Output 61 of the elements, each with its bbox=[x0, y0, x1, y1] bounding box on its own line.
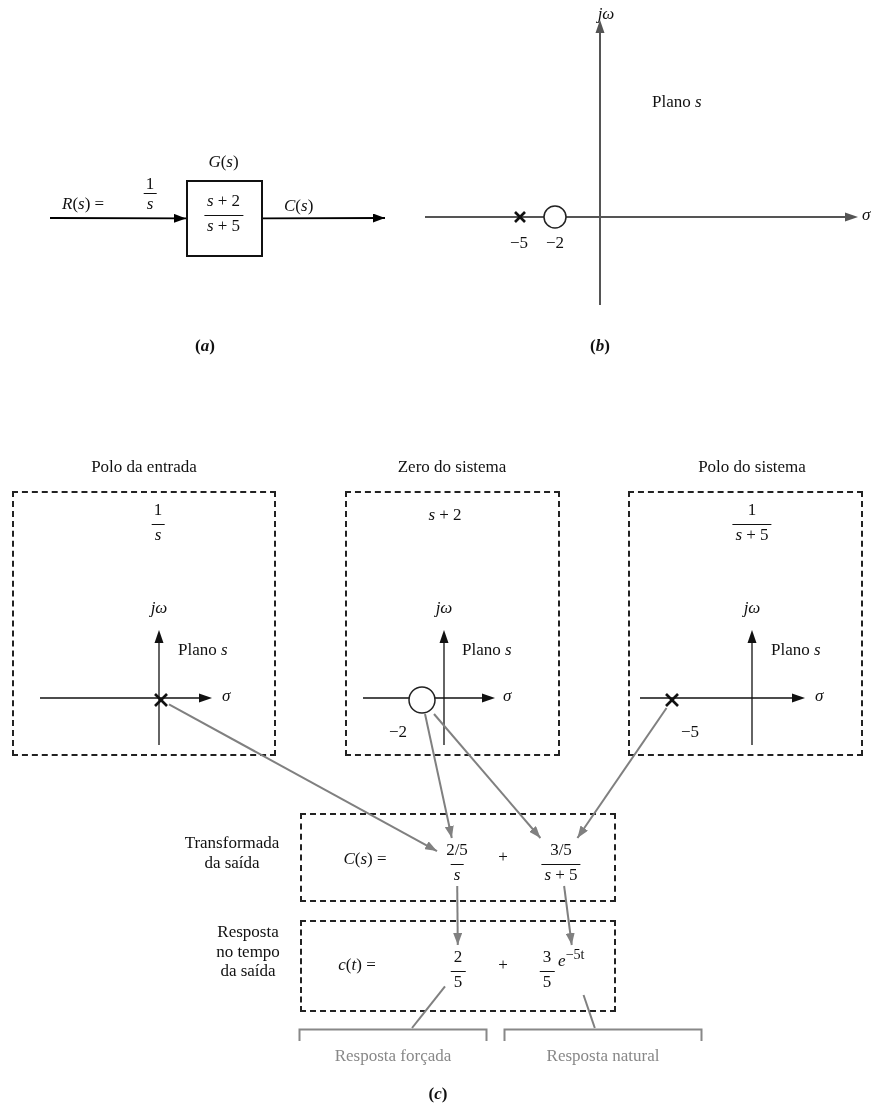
axis-label: jω bbox=[743, 598, 761, 618]
edge-label: C(s) bbox=[284, 196, 314, 216]
axis-label: σ bbox=[862, 205, 871, 225]
panel-label: (b) bbox=[590, 336, 610, 356]
fraction-numerator: 1 bbox=[747, 500, 757, 520]
arrow bbox=[262, 213, 386, 223]
arrow bbox=[576, 707, 668, 839]
equation-label: c(t) = bbox=[338, 955, 376, 975]
fraction-numerator: s + 2 bbox=[206, 190, 241, 211]
axis-label: jω bbox=[597, 4, 615, 24]
box-heading: Polo da entrada bbox=[91, 457, 197, 477]
leader-line bbox=[411, 985, 446, 1029]
row-heading: Transformada da saída bbox=[183, 833, 281, 873]
equation-label: + bbox=[498, 955, 508, 975]
arrow bbox=[453, 885, 463, 946]
fraction-numerator: 3 bbox=[542, 947, 552, 967]
axis-label: σ bbox=[815, 686, 824, 706]
response-label: Resposta forçada bbox=[334, 1046, 452, 1066]
axis-label: jω bbox=[150, 598, 168, 618]
fraction-denominator: s bbox=[143, 193, 157, 214]
leader-line bbox=[582, 994, 596, 1029]
fraction-numerator: 1 bbox=[153, 500, 163, 520]
panel-label: (c) bbox=[428, 1084, 448, 1104]
edge-label: R(s) = bbox=[62, 194, 105, 214]
tick-label: −2 bbox=[545, 233, 565, 253]
fraction-denominator: s + 5 bbox=[203, 214, 244, 236]
axis-label: σ bbox=[503, 686, 512, 706]
arrow bbox=[168, 703, 438, 853]
fraction-numerator: 1 bbox=[145, 174, 155, 194]
fraction-numerator: 3/5 bbox=[550, 840, 572, 860]
fraction-numerator: 2 bbox=[453, 947, 463, 967]
box-heading: Polo do sistema bbox=[698, 457, 806, 477]
arrow bbox=[433, 713, 542, 839]
axis-label: jω bbox=[435, 598, 453, 618]
equation-label: + bbox=[498, 847, 508, 867]
fraction-numerator: 2/5 bbox=[446, 840, 468, 860]
exponential-term: e$^{−5t}$ bbox=[558, 946, 585, 971]
arrow bbox=[563, 885, 575, 946]
arrow bbox=[424, 713, 454, 839]
fraction-denominator: s + 5 bbox=[541, 864, 581, 885]
block-label: G(s) bbox=[208, 151, 239, 172]
plane-label: Plano s bbox=[462, 640, 512, 660]
plane-label: Plano s bbox=[178, 640, 228, 660]
plane-label: Plano s bbox=[652, 92, 702, 112]
response-label: Resposta natural bbox=[546, 1046, 660, 1066]
plane-label: Plano s bbox=[771, 640, 821, 660]
box-heading: Zero do sistema bbox=[397, 457, 507, 477]
fraction-denominator: s bbox=[450, 864, 464, 885]
tick-label: −2 bbox=[388, 722, 408, 742]
fraction-denominator: 5 bbox=[539, 971, 555, 992]
fraction-denominator: s bbox=[151, 524, 165, 545]
tick-label: −5 bbox=[680, 722, 700, 742]
tick-label: −5 bbox=[509, 233, 529, 253]
row-heading: Resposta no tempo da saída bbox=[215, 922, 281, 981]
axis-label: σ bbox=[222, 686, 231, 706]
equation-label: s + 2 bbox=[428, 505, 462, 525]
fraction-denominator: 5 bbox=[450, 971, 466, 992]
panel-label: (a) bbox=[195, 336, 215, 356]
fraction-denominator: s + 5 bbox=[732, 524, 772, 545]
arrow bbox=[49, 213, 187, 223]
equation-label: C(s) = bbox=[343, 849, 387, 869]
